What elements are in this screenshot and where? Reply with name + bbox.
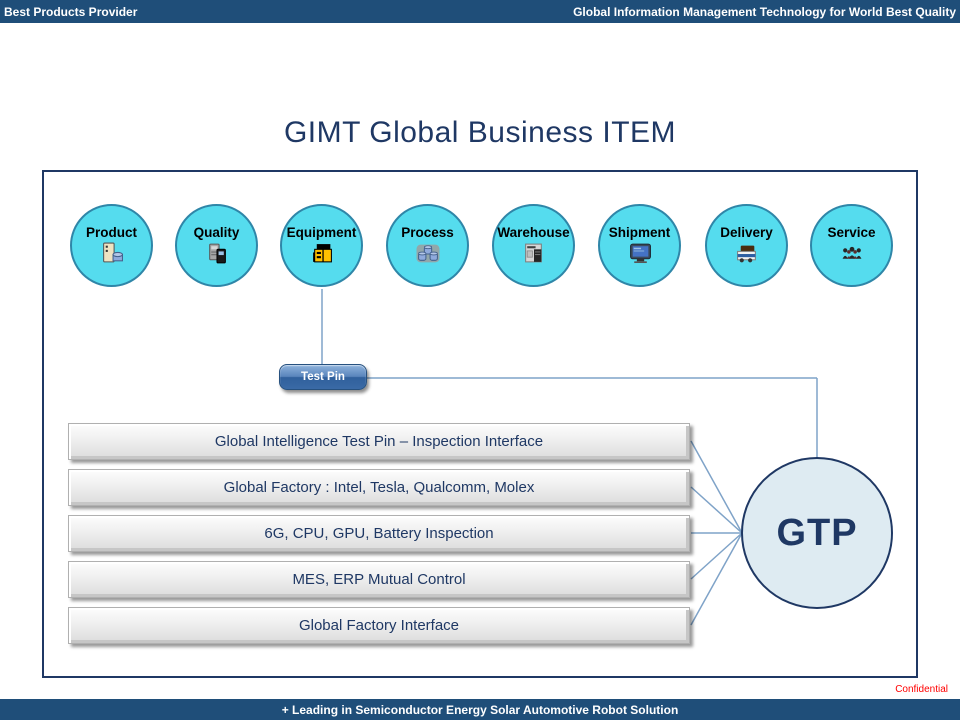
shipment-icon: [629, 243, 651, 264]
bar-mes-erp: MES, ERP Mutual Control: [68, 561, 690, 598]
circle-product: Product: [70, 204, 153, 287]
bar-inspection-interface-label: Global Intelligence Test Pin – Inspectio…: [214, 433, 544, 450]
circle-equipment: Equipment: [280, 204, 363, 287]
circle-process-label: Process: [401, 224, 454, 240]
top-banner-right-text: Global Information Management Technology…: [573, 4, 956, 19]
delivery-icon: [736, 245, 756, 263]
bar-factory-interface: Global Factory Interface: [68, 607, 690, 644]
circle-delivery-label: Delivery: [720, 224, 773, 240]
circle-process: Process: [386, 204, 469, 287]
top-banner: Best Products Provider Global Informatio…: [0, 0, 960, 23]
confidential-note: Confidential: [895, 684, 948, 695]
circle-delivery: Delivery: [705, 204, 788, 287]
bar-factory-interface-label: Global Factory Interface: [298, 617, 460, 634]
bottom-banner: + Leading in Semiconductor Energy Solar …: [0, 699, 960, 720]
gtp-circle: GTP: [741, 457, 893, 609]
bar-battery-inspection: 6G, CPU, GPU, Battery Inspection: [68, 515, 690, 552]
warehouse-icon: [524, 243, 542, 263]
circle-shipment: Shipment: [598, 204, 681, 287]
circle-shipment-label: Shipment: [608, 224, 671, 240]
bottom-banner-text: + Leading in Semiconductor Energy Solar …: [281, 702, 679, 717]
process-icon: [416, 244, 439, 263]
circle-quality: Quality: [175, 204, 258, 287]
bar-battery-inspection-label: 6G, CPU, GPU, Battery Inspection: [264, 525, 494, 542]
circle-warehouse-label: Warehouse: [497, 224, 570, 240]
equipment-icon: [312, 244, 332, 263]
circle-product-label: Product: [85, 224, 137, 240]
circle-warehouse: Warehouse: [492, 204, 575, 287]
circle-service: Service: [810, 204, 893, 287]
product-icon: [102, 242, 123, 263]
service-icon: [842, 247, 861, 259]
bar-global-factory-label: Global Factory : Intel, Tesla, Qualcomm,…: [223, 479, 535, 496]
quality-icon: [208, 243, 226, 264]
top-banner-left-text: Best Products Provider: [4, 4, 138, 19]
test-pin-label: Test Pin: [301, 371, 345, 383]
bar-mes-erp-label: MES, ERP Mutual Control: [292, 571, 466, 588]
circle-quality-label: Quality: [193, 224, 240, 240]
circle-service-label: Service: [827, 224, 876, 240]
test-pin-button: Test Pin: [279, 364, 367, 390]
bar-inspection-interface: Global Intelligence Test Pin – Inspectio…: [68, 423, 690, 460]
page-title: GIMT Global Business ITEM: [283, 116, 677, 149]
gtp-label: GTP: [776, 511, 858, 554]
bar-global-factory: Global Factory : Intel, Tesla, Qualcomm,…: [68, 469, 690, 506]
circle-equipment-label: Equipment: [286, 224, 357, 240]
